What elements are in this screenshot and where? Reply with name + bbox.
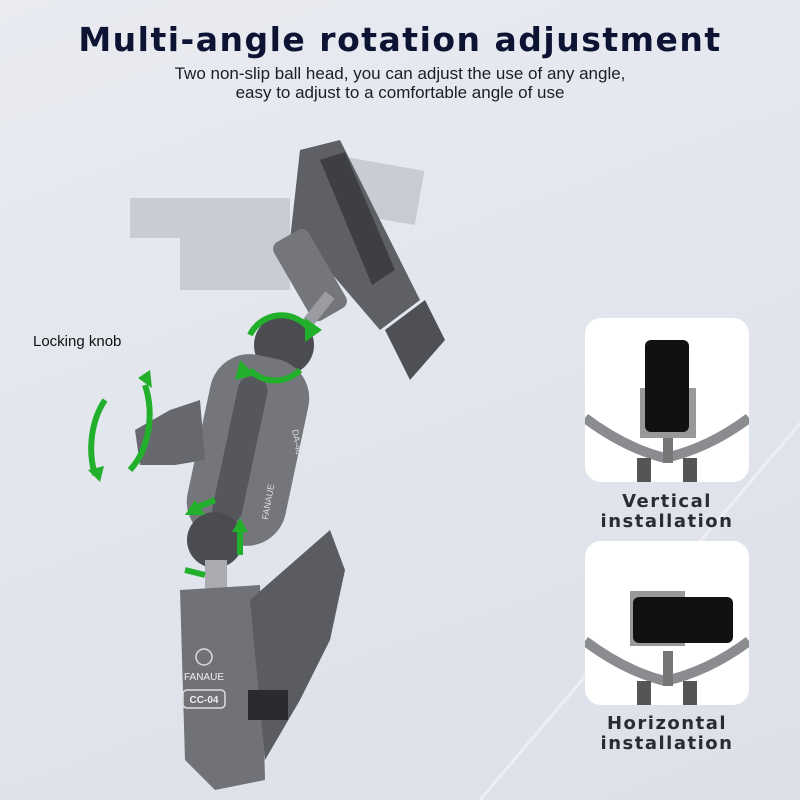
horizontal-caption-1: Horizontal (606, 713, 728, 734)
page-title: Multi-angle rotation adjustment (78, 20, 722, 59)
subtitle-line-1: Two non-slip ball head, you can adjust t… (174, 64, 626, 83)
clamp (180, 585, 265, 790)
clamp-model: CC-04 (190, 695, 219, 706)
subtitle-line-2: easy to adjust to a comfortable angle of… (235, 83, 565, 102)
bottom-ball (187, 512, 243, 568)
vertical-caption-2: installation (600, 511, 734, 532)
vertical-installation-image (585, 318, 749, 482)
horizontal-caption-2: installation (600, 733, 734, 754)
horizontal-installation-image (585, 541, 749, 705)
vertical-caption-1: Vertical (622, 491, 712, 512)
locking-knob (135, 400, 205, 465)
arm-model: DA-40 (290, 429, 304, 456)
locking-knob-label: Locking knob (33, 333, 122, 350)
clamp-brand: FANAUE (184, 672, 224, 683)
